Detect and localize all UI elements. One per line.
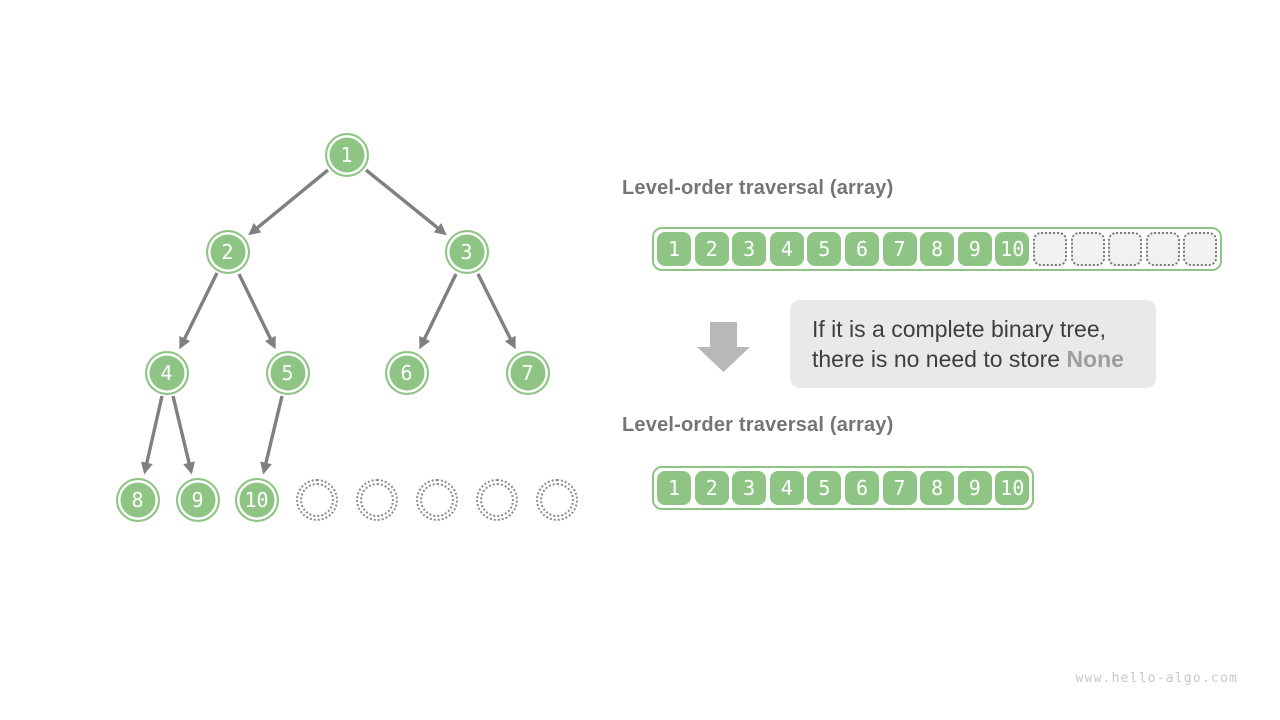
array-cell: 8	[920, 232, 955, 266]
bottom-array: 1 2 3 4 5 6 7 8 9 10	[652, 466, 1035, 510]
array-cell-empty	[1032, 232, 1067, 266]
empty-node-placeholder	[356, 479, 398, 521]
note-line-1: If it is a complete binary tree,	[812, 316, 1107, 342]
array-cell: 7	[882, 232, 917, 266]
bottom-array-title: Level-order traversal (array)	[622, 414, 894, 436]
note-line-2: there is no need to store None	[812, 346, 1124, 372]
top-array-title: Level-order traversal (array)	[622, 177, 894, 199]
array-cell-empty	[1108, 232, 1143, 266]
empty-node-placeholder	[296, 479, 338, 521]
tree-node-label: 10	[244, 487, 269, 512]
array-cell: 2	[694, 232, 729, 266]
array-cell: 10	[995, 232, 1030, 266]
array-cell: 5	[807, 471, 842, 505]
tree-node-label: 3	[460, 239, 473, 264]
tree-node: 10	[234, 477, 279, 522]
array-cell: 4	[769, 471, 804, 505]
tree-node-label: 1	[340, 142, 353, 167]
array-cell-empty	[1145, 232, 1180, 266]
array-cell: 6	[844, 471, 879, 505]
tree-node-label: 8	[131, 487, 144, 512]
tree-node: 4	[144, 350, 189, 395]
array-cell: 7	[882, 471, 917, 505]
array-cell: 8	[920, 471, 955, 505]
tree-node-label: 5	[281, 360, 294, 385]
tree-node: 9	[175, 477, 220, 522]
array-cell-empty	[1183, 232, 1218, 266]
tree-node: 7	[505, 350, 550, 395]
array-cell: 3	[732, 471, 767, 505]
tree-node-label: 2	[221, 239, 234, 264]
array-cell: 5	[807, 232, 842, 266]
array-cell: 3	[732, 232, 767, 266]
watermark: www.hello-algo.com	[1075, 671, 1238, 686]
tree-node: 3	[444, 229, 489, 274]
tree-node: 2	[205, 229, 250, 274]
tree-node: 8	[115, 477, 160, 522]
array-cell: 10	[995, 471, 1030, 505]
array-cell: 1	[657, 471, 691, 505]
tree-node-label: 7	[521, 360, 534, 385]
array-cell-empty	[1070, 232, 1105, 266]
down-arrow-icon	[697, 322, 750, 372]
array-cell: 4	[769, 232, 804, 266]
array-cell: 1	[657, 232, 691, 266]
note-box: If it is a complete binary tree, there i…	[790, 300, 1156, 388]
none-keyword: None	[1066, 346, 1124, 372]
array-cell: 6	[844, 232, 879, 266]
top-array: 1 2 3 4 5 6 7 8 9 10	[652, 227, 1223, 271]
tree-node: 6	[384, 350, 429, 395]
array-cell: 2	[694, 471, 729, 505]
array-cell: 9	[957, 232, 992, 266]
tree-node: 5	[265, 350, 310, 395]
tree-node-label: 6	[400, 360, 413, 385]
tree-node-label: 9	[191, 487, 204, 512]
empty-node-placeholder	[476, 479, 518, 521]
tree-node-label: 4	[160, 360, 173, 385]
tree-node: 1	[324, 132, 369, 177]
empty-node-placeholder	[416, 479, 458, 521]
empty-node-placeholder	[536, 479, 578, 521]
array-cell: 9	[957, 471, 992, 505]
